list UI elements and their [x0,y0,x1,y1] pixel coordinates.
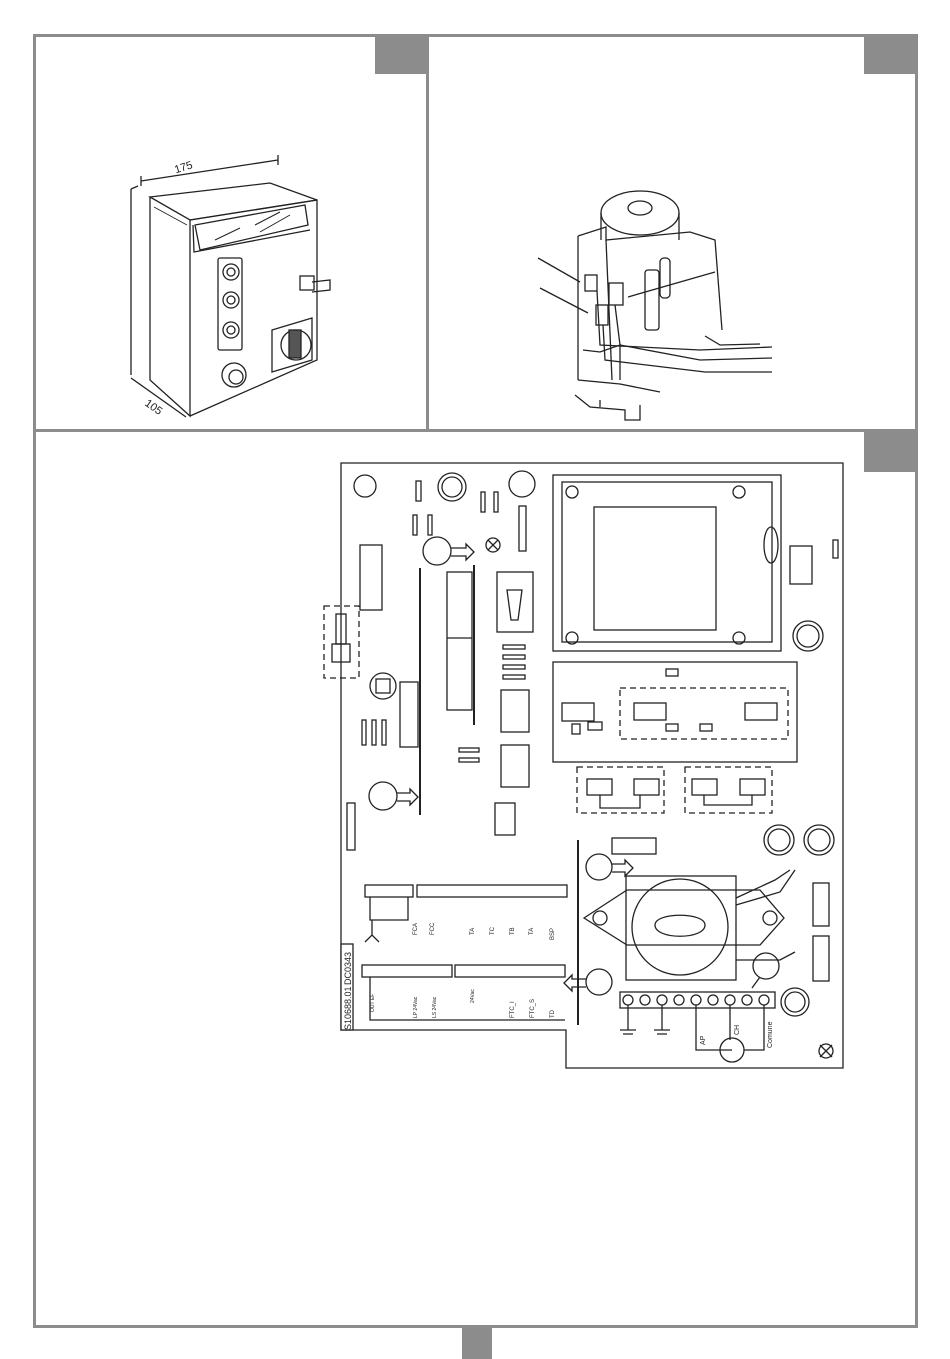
board-code-1: DC0343 [343,952,353,985]
motor-terminal-comune: Comune [767,1021,774,1048]
terminal-label-bsp: BSP [550,928,556,940]
terminal-label-24vac: 24Vac [470,989,476,1003]
terminal-label-ftc-s: FTC_S [530,999,536,1018]
terminal-label-fcc: FCC [430,922,436,935]
motor-terminal-ap: AP [700,1035,707,1045]
control-box-drawing [131,155,330,417]
terminal-label-out-ef: OUT EF [370,994,376,1012]
control-board-drawing [324,463,843,1068]
depth-dimension-label: 105 [142,397,164,417]
terminal-label-ls: LS 24Vac [432,996,438,1018]
terminal-label-ftc-i: FTC_I [510,1001,516,1018]
terminal-label-fca: FCA [413,923,419,935]
terminal-label-tb: TB [510,927,516,935]
motor-terminal-ch: CH [734,1025,741,1035]
terminal-label-lp: LP 24Vac [413,996,419,1018]
board-code-2: S10688.01 [343,986,353,1030]
terminal-label-ta2: TA [529,928,535,935]
terminal-label-tc: TC [490,926,496,935]
terminal-label-ta: TA [470,928,476,935]
limit-switch-drawing [538,191,772,420]
terminal-label-td: TD [550,1009,556,1018]
